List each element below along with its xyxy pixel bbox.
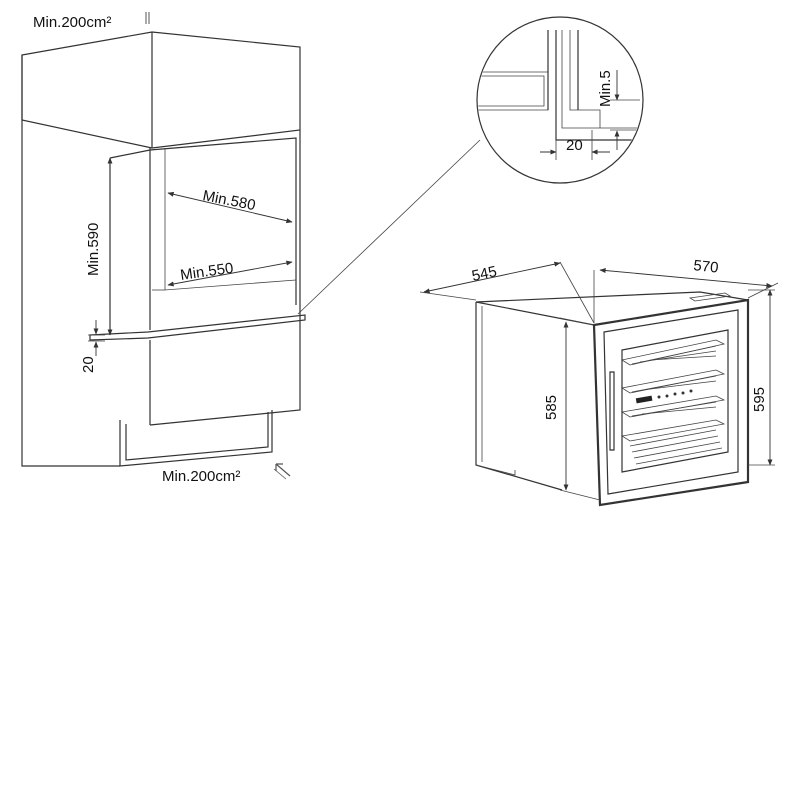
top-vent [688,292,732,302]
appliance-door [592,298,750,507]
depth-bottom-label: Min.550 [179,260,234,284]
detail-view: Min.5 20 [476,16,644,184]
total-height-label: 595 [751,387,768,412]
shelf-2 [620,369,726,394]
vent-in-arrow-icon [273,463,291,480]
appliance-top [475,291,749,326]
vent-up-arrow-icon [145,12,150,24]
vent-bottom-label: Min.200cm² [162,468,240,485]
niche-height-label: Min.590 [85,223,102,276]
shelf-4 [620,419,726,442]
depth-top-label: Min.580 [201,187,257,214]
detail-leader-line [297,139,481,315]
door-handle [609,371,615,451]
cabinet-front-edge [149,130,301,426]
offset-label: 20 [566,137,583,154]
control-panel-icon [635,389,693,404]
width-label: 570 [693,257,720,277]
shelf [89,314,306,341]
shelf-thickness-label: 20 [80,356,97,373]
cabinet-side [21,55,120,467]
vent-top-label: Min.200cm² [33,14,111,31]
shelf-3 [620,395,726,418]
niche-opening [109,137,297,305]
gap-label: Min.5 [597,70,614,107]
cabinet-drawing: Min.580 Min.550 Min.590 20 Min.200cm² Mi… [21,12,481,485]
shelf-1 [620,339,726,366]
depth-label: 545 [470,263,498,285]
upper-cabinet [21,31,301,149]
body-height-label: 585 [543,395,560,420]
appliance-drawing: 545 570 585 595 [419,257,779,507]
door-window [621,329,729,473]
plinth-vent [119,410,273,467]
